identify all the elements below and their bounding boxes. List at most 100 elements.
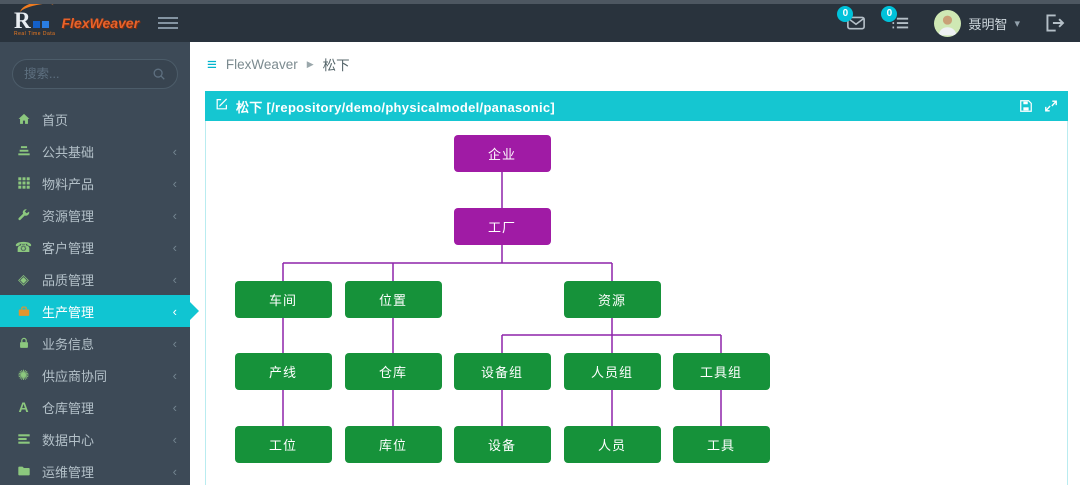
user-name: 聂明智	[968, 16, 1008, 32]
top-header-bar: R Real Time Data FlexWeaver 0 0	[0, 0, 1080, 42]
diamond-icon: ◈	[18, 271, 29, 287]
chevron-down-icon: ▾	[1014, 17, 1020, 30]
messages-badge: 0	[837, 6, 854, 22]
org-node[interactable]: 工位	[234, 426, 332, 463]
sidebar-item-supplier-collab[interactable]: ✺供应商协同‹	[0, 359, 190, 391]
sidebar-item-resource-mgmt[interactable]: 资源管理 ‹	[0, 199, 190, 231]
chevron-left-icon: ‹	[172, 335, 177, 351]
person-icon	[938, 15, 958, 35]
logo-letter: R	[14, 8, 31, 33]
org-node[interactable]: 位置	[344, 281, 442, 318]
chevron-left-icon: ‹	[172, 175, 177, 191]
chevron-left-icon: ‹	[172, 239, 177, 255]
sidebar-item-warehouse-mgmt[interactable]: A 仓库管理 ‹	[0, 391, 190, 423]
sidebar-item-label: 仓库管理	[42, 400, 95, 416]
org-node[interactable]: 工具	[672, 426, 770, 463]
org-node[interactable]: 设备	[453, 426, 551, 463]
user-menu[interactable]: 聂明智 ▾	[934, 9, 1020, 37]
chevron-left-icon: ‹	[172, 367, 177, 383]
chevron-left-icon: ‹	[172, 463, 177, 479]
breadcrumb-root[interactable]: FlexWeaver	[225, 56, 298, 72]
sidebar-item-business-info[interactable]: 业务信息 ‹	[0, 327, 190, 359]
phone-icon: ☎	[14, 239, 33, 255]
org-node[interactable]: 人员组	[563, 353, 661, 390]
sidebar-item-production-mgmt[interactable]: 生产管理 ‹	[0, 295, 199, 327]
sidebar-item-label: 运维管理	[42, 464, 95, 480]
breadcrumb-menu-icon[interactable]: ≡	[207, 54, 217, 74]
org-node[interactable]: 人员	[563, 426, 661, 463]
sidebar-search	[12, 59, 178, 89]
window-top-edge	[0, 0, 1080, 4]
save-icon[interactable]	[1019, 99, 1033, 113]
edit-icon[interactable]	[215, 97, 229, 116]
layers-icon	[14, 144, 33, 158]
model-panel: 松下 [/repository/demo/physicalmodel/panas…	[205, 91, 1068, 485]
logout-icon	[1046, 14, 1065, 32]
sidebar-item-customer-mgmt[interactable]: ☎ 客户管理 ‹	[0, 231, 190, 263]
sidebar-item-quality-mgmt[interactable]: ◈ 品质管理 ‹	[0, 263, 190, 295]
wrench-icon	[14, 208, 33, 222]
sidebar-item-label: 品质管理	[42, 272, 95, 288]
tasks-icon[interactable]: 0	[881, 6, 910, 33]
org-connectors	[282, 172, 722, 426]
breadcrumb: ≡ FlexWeaver ▶ 松下	[190, 42, 1080, 74]
logo-square-icon	[41, 21, 49, 28]
sidebar-item-label: 客户管理	[42, 240, 95, 256]
org-node[interactable]: 产线	[234, 353, 332, 390]
logout-button[interactable]	[1044, 12, 1066, 34]
breadcrumb-separator-icon: ▶	[306, 58, 314, 69]
sidebar-item-home[interactable]: 首页	[0, 103, 190, 135]
messages-icon[interactable]: 0	[837, 6, 866, 33]
sidebar-item-label: 公共基础	[42, 144, 95, 160]
search-icon[interactable]	[152, 67, 166, 81]
burst-icon: ✺	[17, 367, 30, 383]
lock-icon	[14, 336, 33, 350]
logo-square-icon	[32, 21, 40, 28]
chevron-left-icon: ‹	[172, 143, 177, 159]
grid-icon	[14, 176, 33, 190]
envelope-icon	[847, 16, 866, 30]
app-logo: R Real Time Data FlexWeaver	[14, 0, 144, 37]
panel-body: 企业工厂车间位置 资源产线仓库设备组人员组工具组工位库位设备人员工具	[205, 121, 1068, 485]
org-chart: 企业工厂车间位置 资源产线仓库设备组人员组工具组工位库位设备人员工具	[206, 121, 1067, 485]
chevron-left-icon: ‹	[172, 431, 177, 447]
chevron-left-icon: ‹	[172, 271, 177, 287]
sidebar-item-label: 数据中心	[42, 432, 95, 448]
panel-header: 松下 [/repository/demo/physicalmodel/panas…	[205, 91, 1068, 121]
font-icon: A	[18, 399, 29, 415]
panel-title: 松下 [/repository/demo/physicalmodel/panas…	[236, 99, 556, 115]
sidebar-item-label: 资源管理	[42, 208, 95, 224]
bars-icon	[14, 432, 33, 446]
sidebar-item-data-center[interactable]: 数据中心 ‹	[0, 423, 190, 455]
expand-icon[interactable]	[1044, 99, 1058, 113]
sidebar-item-ops-mgmt[interactable]: 运维管理 ‹	[0, 455, 190, 485]
org-node[interactable]: 工厂	[453, 208, 551, 245]
home-icon	[14, 112, 33, 126]
chevron-left-icon: ‹	[172, 207, 177, 223]
logo-brand-text: FlexWeaver	[61, 15, 140, 31]
avatar	[934, 9, 962, 37]
org-node[interactable]: 车间	[234, 281, 332, 318]
chevron-left-icon: ‹	[172, 303, 177, 319]
folder-icon	[14, 464, 33, 478]
chevron-left-icon: ‹	[172, 399, 177, 415]
sidebar-item-material-product[interactable]: 物料产品 ‹	[0, 167, 190, 199]
org-node[interactable]: 库位	[344, 426, 442, 463]
sidebar-item-label: 首页	[42, 112, 69, 128]
sidebar-item-label: 生产管理	[42, 304, 95, 320]
org-node[interactable]: 工具组	[672, 353, 770, 390]
main-content: ≡ FlexWeaver ▶ 松下 松下 [/repository/demo/p…	[190, 42, 1080, 485]
org-node[interactable]: 设备组	[453, 353, 551, 390]
org-node[interactable]: 企业	[453, 135, 551, 172]
org-node[interactable]: 资源	[563, 281, 661, 318]
org-node[interactable]: 仓库	[344, 353, 442, 390]
toolbox-icon	[14, 304, 33, 318]
search-input[interactable]	[24, 67, 152, 81]
sidebar-item-label: 物料产品	[42, 176, 95, 192]
sidebar-toggle-icon[interactable]	[158, 17, 178, 29]
tasks-badge: 0	[881, 6, 898, 22]
sidebar-menu: 首页公共基础‹物料产品‹资源管理‹☎客户管理‹◈品质管理‹生产管理‹业务信息‹✺…	[0, 103, 199, 485]
sidebar-item-common-base[interactable]: 公共基础 ‹	[0, 135, 190, 167]
breadcrumb-current: 松下	[322, 58, 350, 73]
sidebar-item-label: 业务信息	[42, 336, 95, 352]
